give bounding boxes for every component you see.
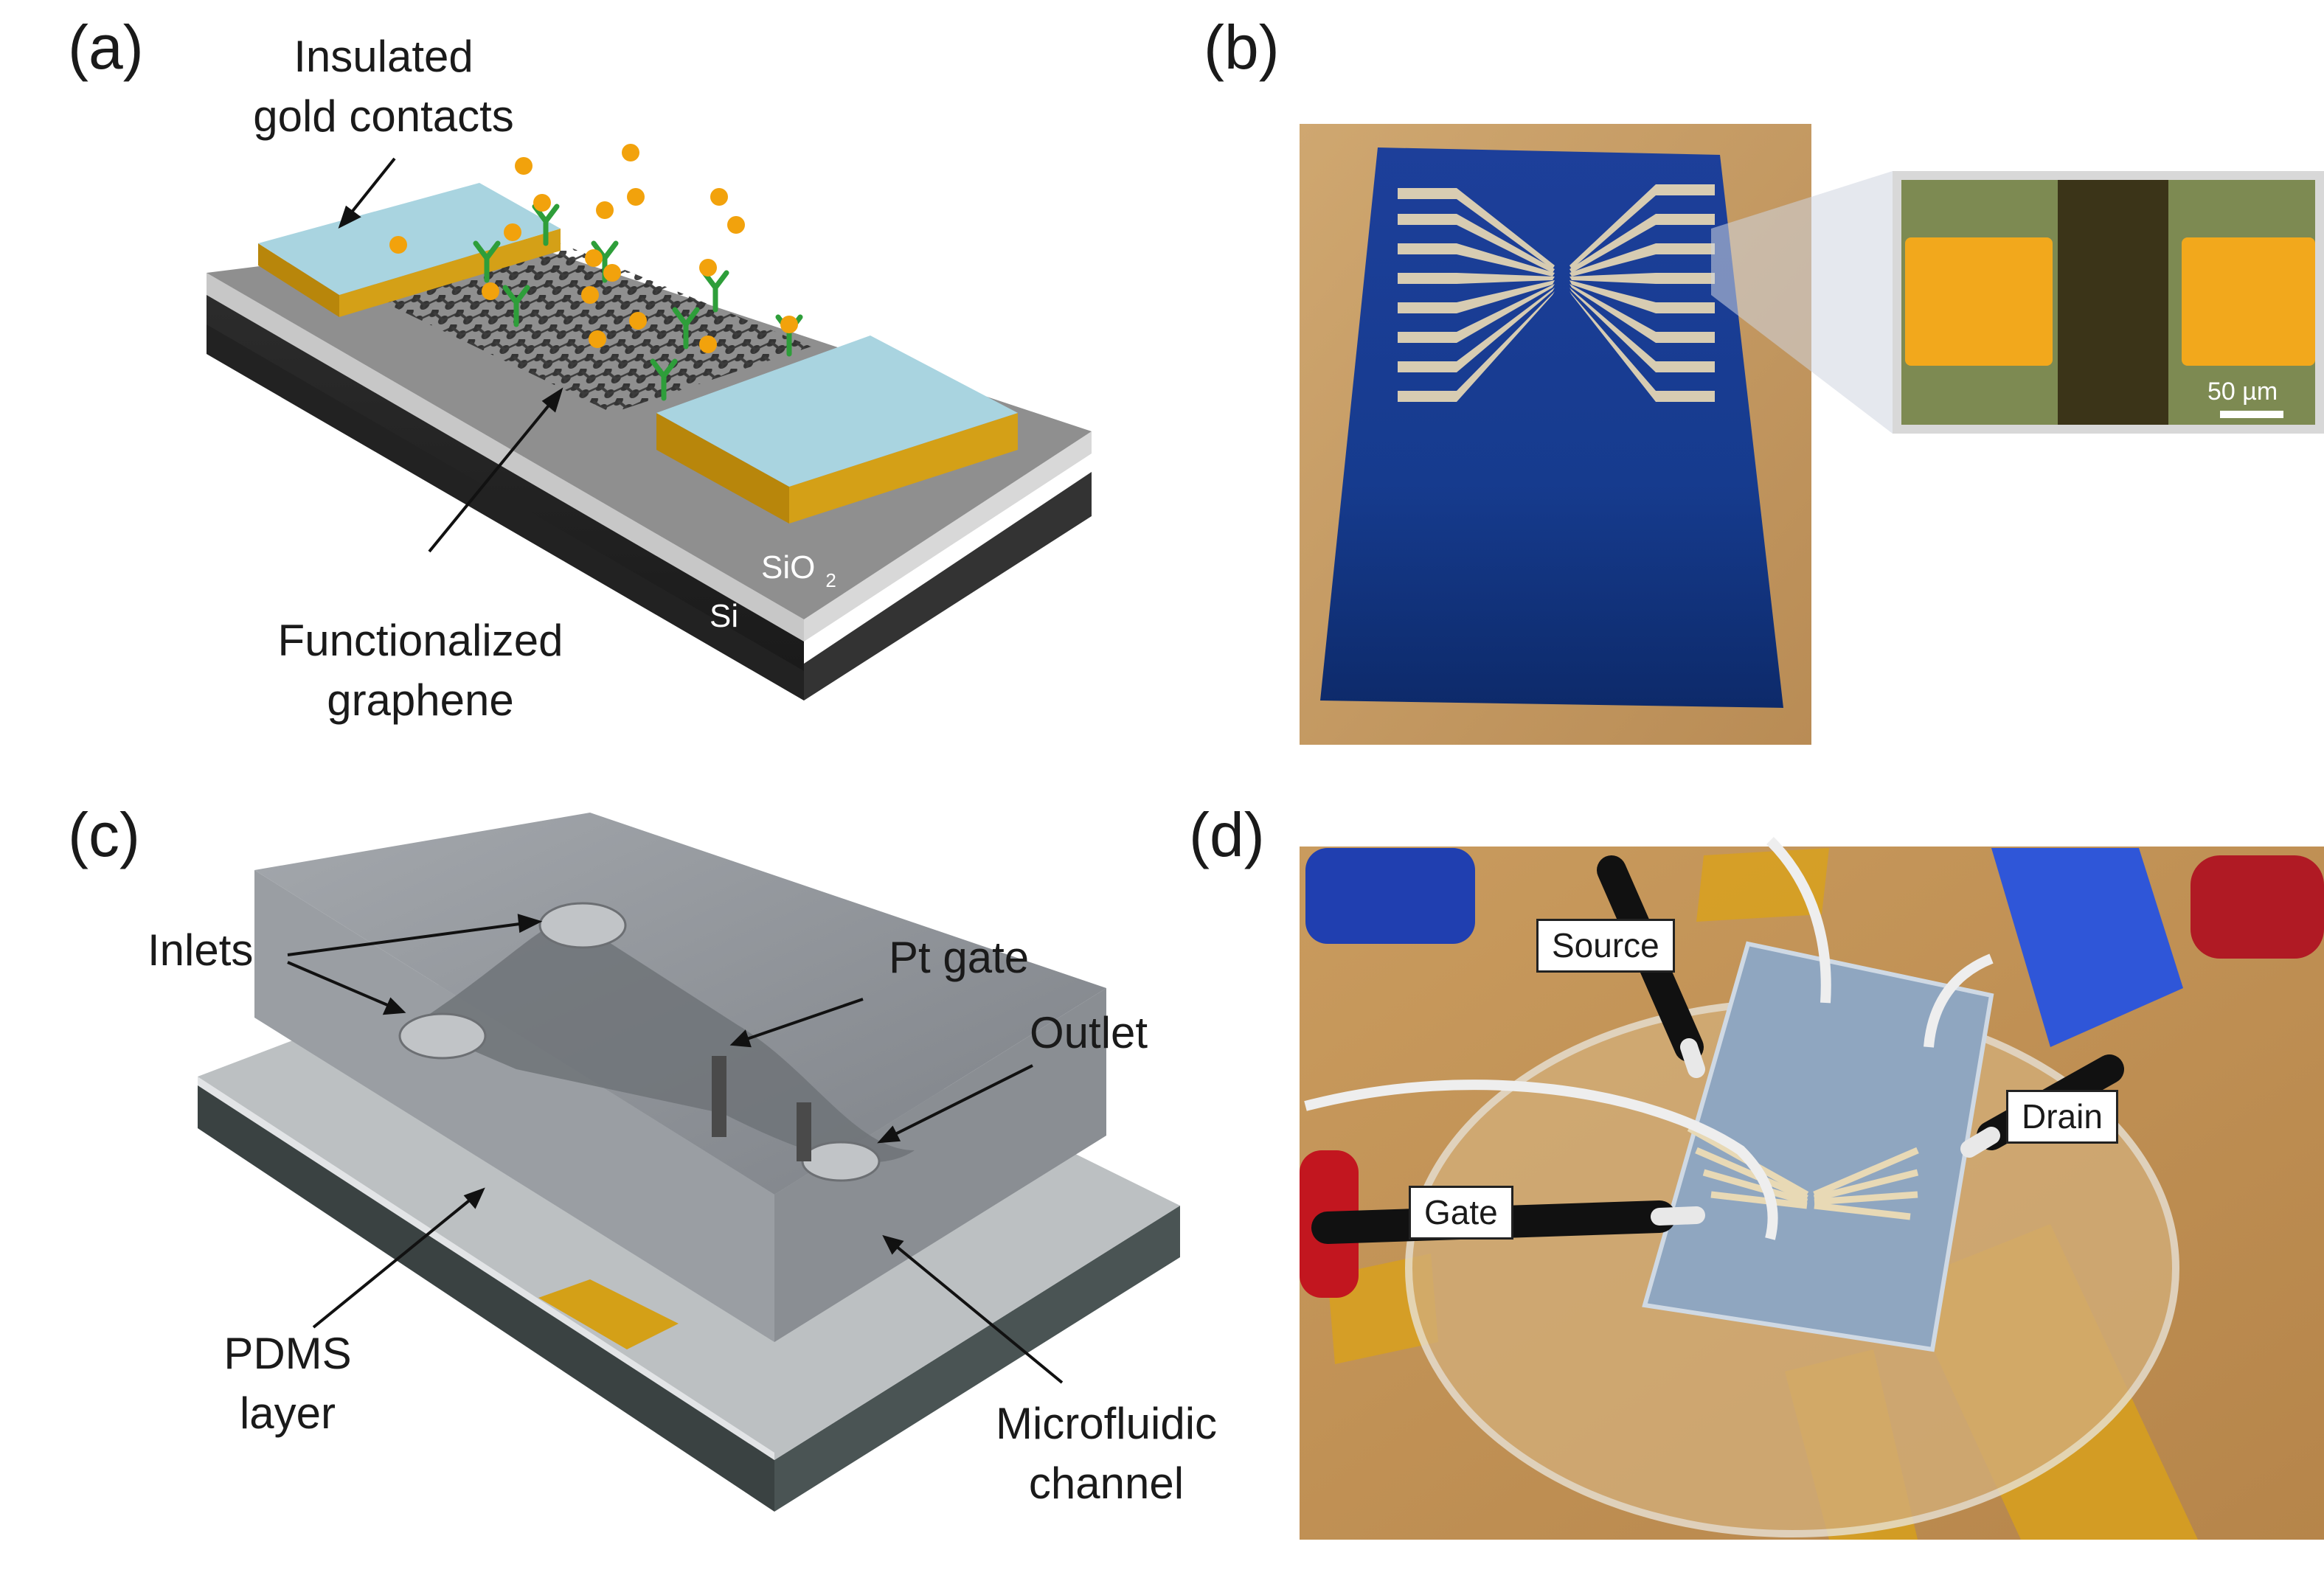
contacts-label: Insulated gold contacts bbox=[229, 27, 538, 146]
sio2-label-text: SiO bbox=[761, 549, 816, 585]
sio2-subscript: 2 bbox=[825, 569, 836, 591]
antibody-receptors bbox=[473, 204, 803, 401]
scale-bar-label: 50 µm bbox=[2207, 378, 2278, 406]
zoom-projection bbox=[1711, 171, 1893, 434]
contacts-arrow bbox=[349, 157, 396, 215]
panel-c-microfluidic-illustration bbox=[198, 813, 1180, 1512]
scale-bar bbox=[2220, 411, 2283, 418]
channel-label: Microfluidic channel bbox=[974, 1394, 1239, 1513]
panel-d-letter: (d) bbox=[1189, 800, 1265, 869]
si-label: Si bbox=[710, 598, 739, 634]
panel-b-chip-photo bbox=[1300, 124, 2324, 745]
graphene-label: Functionalized graphene bbox=[236, 611, 605, 730]
fluidic-tubing bbox=[1304, 837, 1994, 1240]
outlet-arrow bbox=[892, 1064, 1033, 1137]
inlets-arrow-1 bbox=[287, 922, 526, 956]
pdms-label-line1: PDMS bbox=[223, 1329, 352, 1378]
inlet-left bbox=[398, 1012, 487, 1060]
pdms-device bbox=[1642, 941, 1994, 1352]
inlets-arrow-2 bbox=[287, 961, 392, 1008]
panel-a-letter: (a) bbox=[68, 13, 144, 82]
inlets-arrowhead-2 bbox=[382, 997, 406, 1015]
source-label: Source bbox=[1536, 919, 1675, 973]
pt-gate-arrow bbox=[744, 998, 864, 1041]
pdms-block bbox=[254, 813, 1106, 1342]
panel-b-letter: (b) bbox=[1204, 13, 1280, 82]
inlet-right bbox=[538, 902, 627, 949]
pdms-arrow bbox=[312, 1197, 474, 1329]
pt-gate-wire-2 bbox=[797, 1102, 811, 1161]
panel-c-letter: (c) bbox=[68, 800, 140, 869]
contacts-arrowhead bbox=[338, 205, 361, 229]
si-substrate bbox=[207, 288, 1092, 701]
pt-gate-wire bbox=[712, 1056, 726, 1137]
gold-contact-left bbox=[258, 183, 561, 317]
outlet-arrowhead bbox=[877, 1125, 901, 1144]
channel-label-line2: channel bbox=[1028, 1459, 1184, 1508]
channel-arrowhead bbox=[882, 1234, 904, 1255]
graphene-arrowhead bbox=[541, 387, 563, 413]
chip-substrate bbox=[1320, 147, 1783, 708]
pt-gate-arrowhead bbox=[729, 1029, 752, 1048]
outlet-label: Outlet bbox=[1030, 1008, 1148, 1057]
gold-contact-pad bbox=[538, 1279, 679, 1349]
channel-label-line1: Microfluidic bbox=[995, 1399, 1218, 1448]
channel-arrow bbox=[895, 1245, 1064, 1384]
inlets-label: Inlets bbox=[148, 925, 254, 975]
analyte-particles bbox=[389, 144, 798, 353]
probe-clips bbox=[1300, 848, 2324, 1298]
contacts-label-line1: Insulated bbox=[294, 32, 474, 81]
gate-label: Gate bbox=[1409, 1186, 1513, 1240]
sio2-label: SiO 2 bbox=[761, 546, 836, 594]
micrograph-inset bbox=[1893, 171, 2324, 434]
pdms-label: PDMS layer bbox=[199, 1324, 376, 1443]
panel-a-device-illustration bbox=[207, 144, 1092, 701]
graphene-arrow bbox=[428, 400, 553, 553]
chip-electrodes bbox=[1398, 184, 1715, 402]
pdms-label-line2: layer bbox=[239, 1388, 336, 1438]
graphene-lattice bbox=[369, 243, 811, 413]
contacts-label-line2: gold contacts bbox=[253, 91, 514, 141]
pt-gate-label: Pt gate bbox=[889, 933, 1030, 982]
graphene-label-line2: graphene bbox=[327, 675, 514, 725]
pdms-arrowhead bbox=[463, 1187, 485, 1209]
gold-contact-right bbox=[656, 336, 1018, 524]
graphene-label-line1: Functionalized bbox=[277, 616, 563, 665]
drain-label: Drain bbox=[2006, 1090, 2118, 1144]
inlets-arrowhead-1 bbox=[517, 914, 543, 934]
